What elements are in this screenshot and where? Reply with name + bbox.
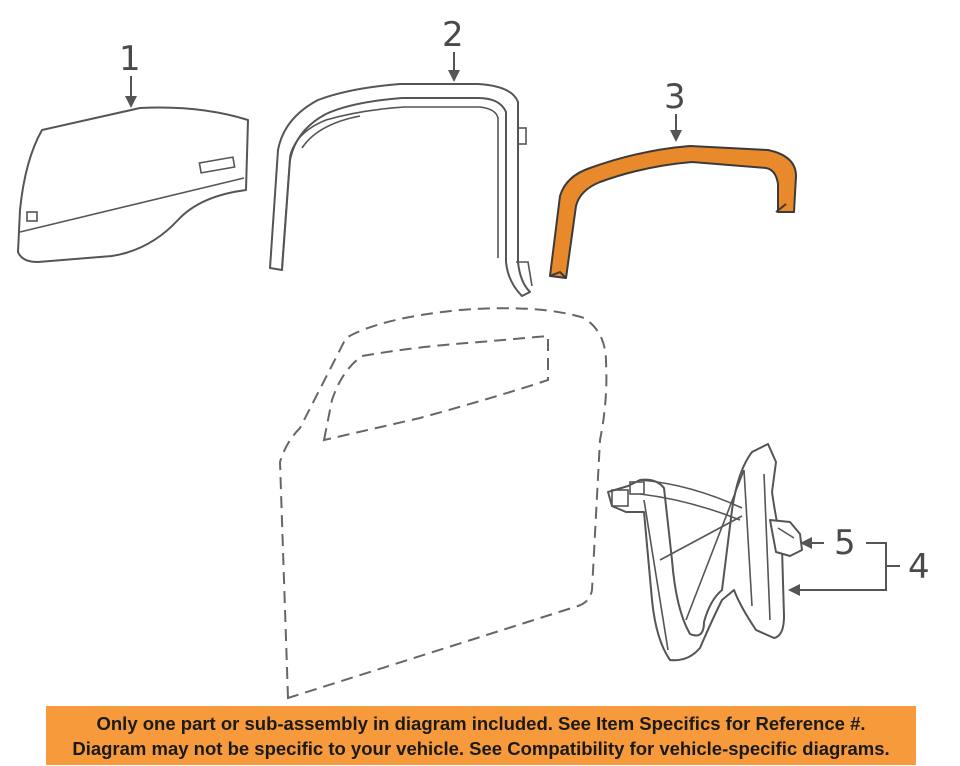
- arrowhead-2: [448, 70, 460, 82]
- door-glass-part: [17, 106, 249, 263]
- regulator-motor-part: [769, 519, 803, 557]
- callout-3: 3: [664, 77, 686, 117]
- arrowhead-1: [125, 96, 137, 108]
- callout-1: 1: [119, 39, 141, 79]
- arrowhead-5: [800, 537, 812, 549]
- leader-4-bracket: [798, 542, 900, 591]
- disclaimer-banner: Only one part or sub-assembly in diagram…: [46, 706, 916, 765]
- glass-run-channel-part: [269, 83, 533, 297]
- callout-5: 5: [834, 523, 856, 563]
- callout-4: 4: [908, 547, 930, 587]
- disclaimer-line-2: Diagram may not be specific to your vehi…: [72, 737, 890, 759]
- callout-2: 2: [442, 15, 464, 55]
- disclaimer-line-1: Only one part or sub-assembly in diagram…: [96, 712, 866, 734]
- arrowhead-3: [670, 130, 682, 142]
- door-shell-outline: [278, 307, 608, 700]
- window-regulator-part: [607, 443, 785, 662]
- weatherstrip-part: [549, 145, 797, 279]
- arrowhead-4: [788, 584, 800, 596]
